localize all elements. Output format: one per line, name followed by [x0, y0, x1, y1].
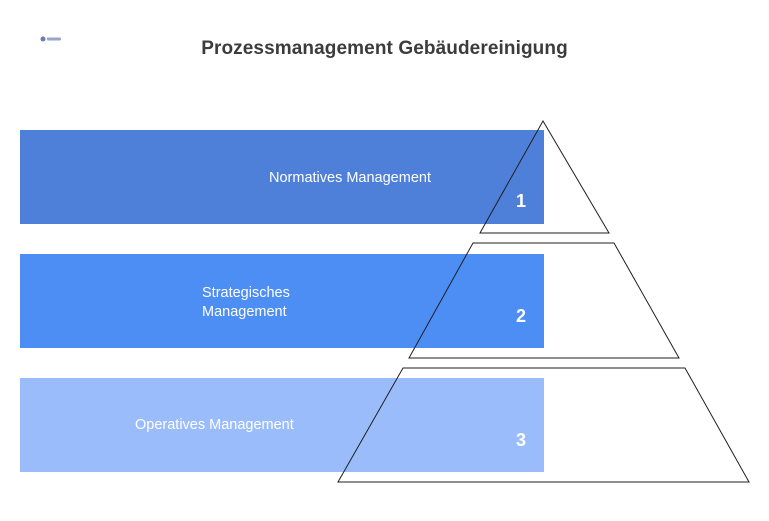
- pyramid-tier-3: [337, 367, 750, 483]
- level-label-operative: Operatives Management: [135, 417, 294, 433]
- level-number-2: 2: [515, 306, 526, 326]
- level-band-strategic: Strategisches Management: [20, 254, 544, 348]
- level-band-operative: Operatives Management: [20, 378, 544, 472]
- level-number-3: 3: [515, 430, 526, 450]
- level-label-strategic: Strategisches Management: [202, 285, 290, 320]
- pyramid-tier-1: [479, 119, 610, 234]
- pyramid-tier-2: [408, 242, 680, 359]
- page-title: Prozessmanagement Gebäudereinigung: [201, 38, 568, 59]
- level-band-normative: Normatives Management: [20, 130, 544, 224]
- level-label-normative: Normatives Management: [269, 170, 431, 186]
- brand-logo: [40, 30, 62, 42]
- level-number-1: 1: [515, 191, 526, 211]
